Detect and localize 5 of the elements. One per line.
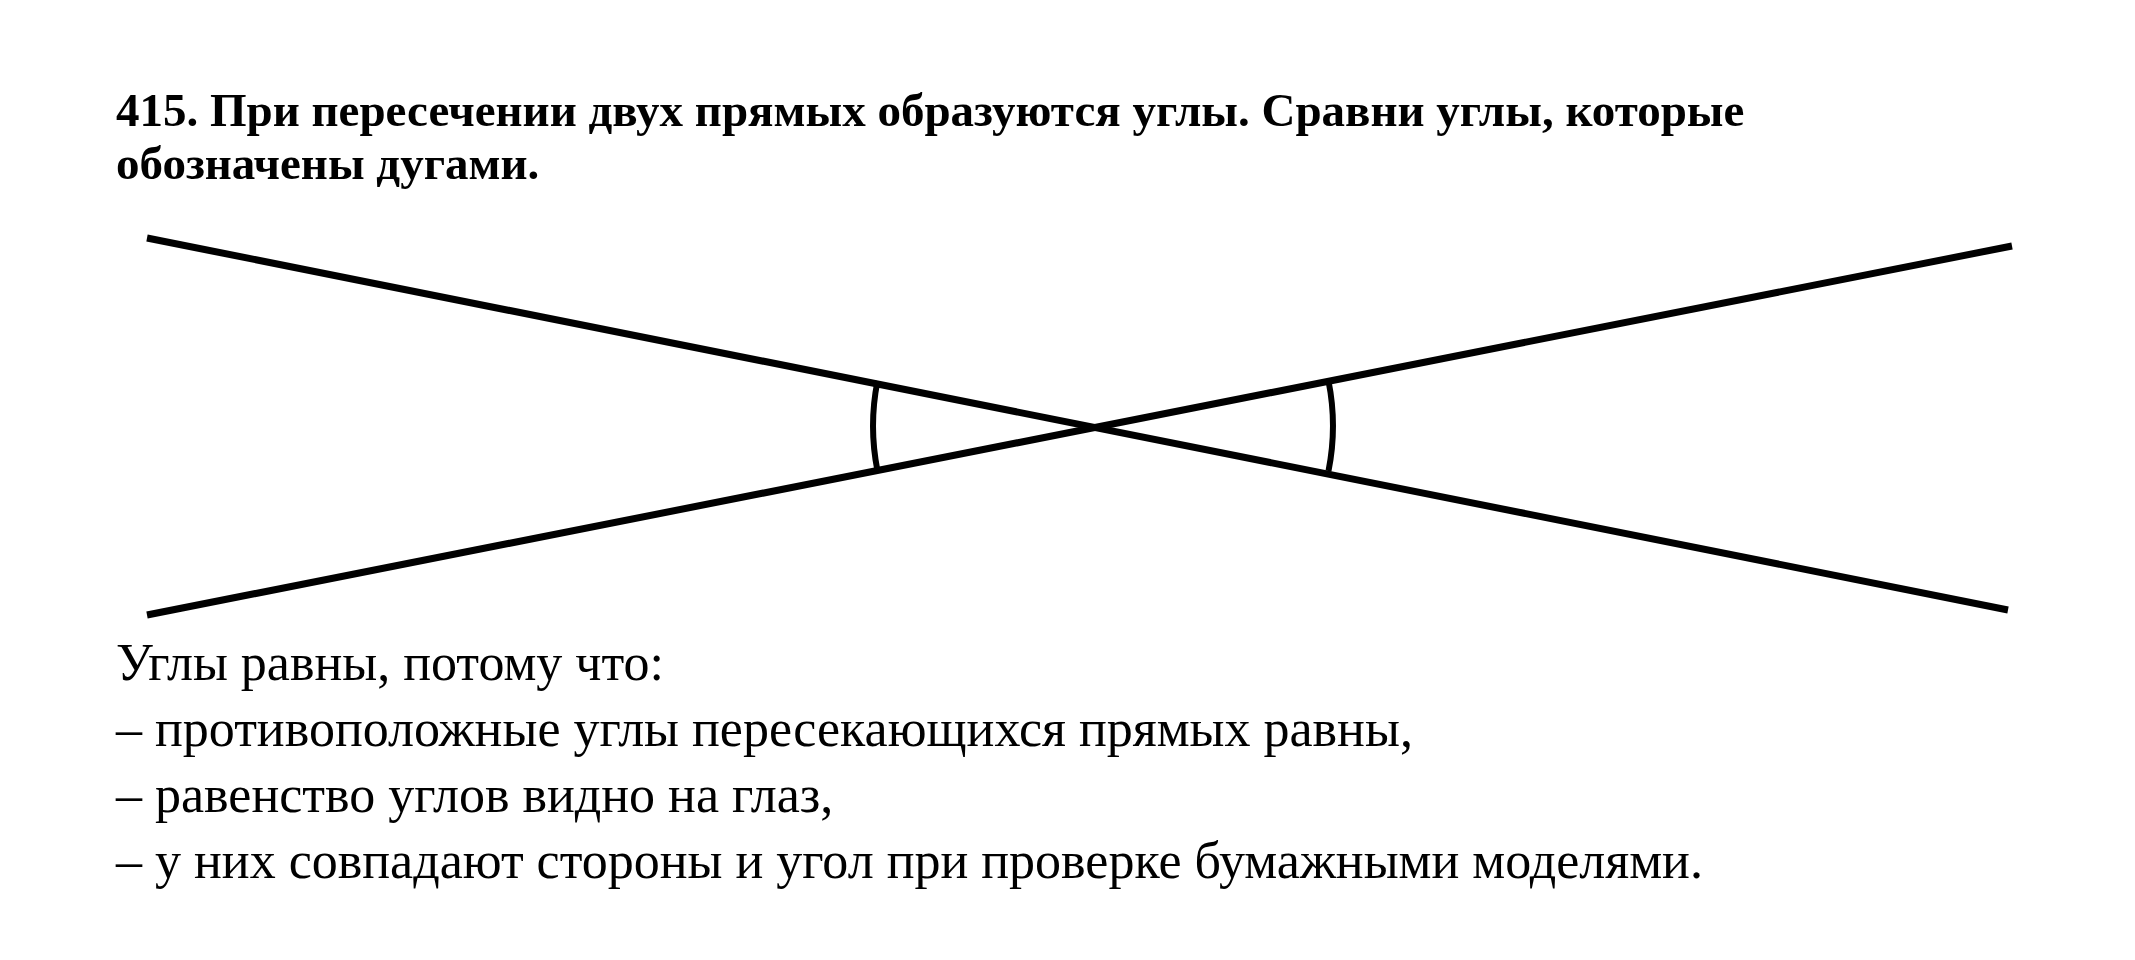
title: 415. При пересечении двух прямых образуются углы. Сравни углы, которые обозначены дугами. <box>116 84 1746 190</box>
answer-line: Углы равны, потому что: <box>116 633 665 693</box>
answer-line: – равенство углов видно на глаз, <box>116 765 835 825</box>
answer-line: – у них совпадают стороны и угол при проверке бумажными моделями. <box>116 831 1703 891</box>
answer-line: – противоположные углы пересекающихся прямых равны, <box>116 699 1414 759</box>
